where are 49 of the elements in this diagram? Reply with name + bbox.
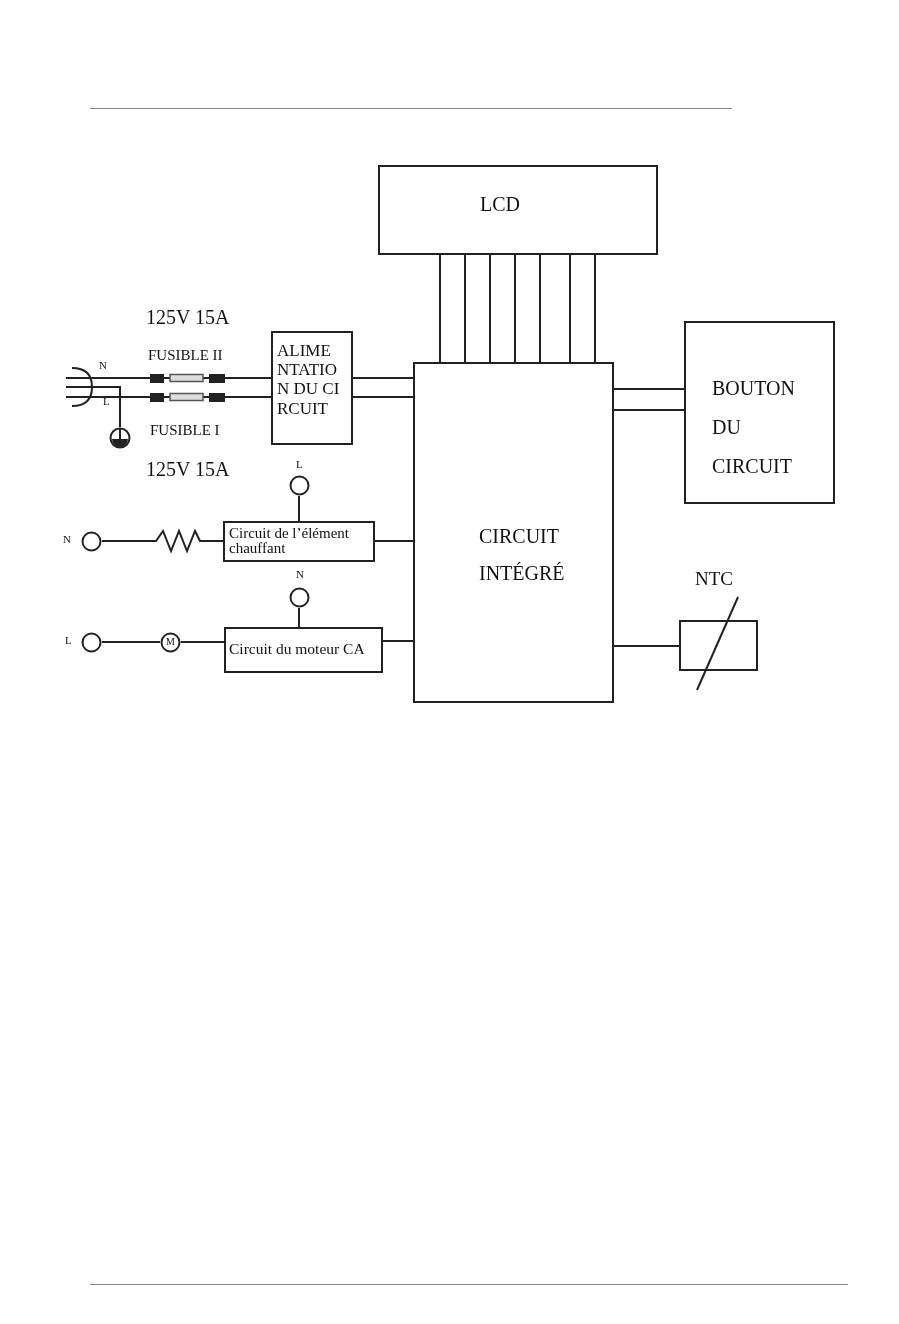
wire (224, 396, 272, 398)
pin-label: 125V 15A (146, 307, 230, 327)
motor-letter: M (166, 636, 175, 648)
button-circuit-box (684, 321, 835, 504)
ntc-label: NTC (695, 568, 733, 590)
pin-label: 125V 15A (146, 459, 230, 479)
pin-label: L (103, 396, 110, 407)
pin-label: N (99, 360, 107, 371)
pin-label: N (63, 534, 71, 545)
wire (352, 396, 414, 398)
wire (298, 607, 300, 628)
wire (374, 540, 414, 542)
lcd-box (378, 165, 658, 255)
wire (613, 645, 680, 647)
wire (594, 254, 596, 363)
wire (298, 495, 300, 522)
wire (224, 377, 272, 379)
box-label: Circuit du moteur CA (229, 640, 366, 658)
wire (95, 377, 151, 379)
box-label: LCD (480, 193, 520, 216)
wire (569, 254, 571, 363)
wire (180, 641, 225, 643)
box-label: BOUTON DU CIRCUIT (712, 376, 796, 479)
wire (205, 540, 224, 542)
box-label: ALIMENTATION DU CIRCUIT (277, 341, 341, 418)
wire (489, 254, 491, 363)
pin-label: L (65, 635, 72, 646)
wire (514, 254, 516, 363)
pin-label: L (296, 459, 303, 470)
wire (439, 254, 441, 363)
wire (464, 254, 466, 363)
wire (101, 641, 161, 643)
wire (352, 377, 414, 379)
wire (382, 640, 414, 642)
pin-label: N (296, 569, 304, 580)
pin-label: FUSIBLE I (150, 423, 220, 438)
integrated-circuit-box (413, 362, 614, 703)
box-label: Circuit de l’élément chauffant (229, 526, 350, 556)
pin-label: FUSIBLE II (148, 348, 223, 363)
wire (613, 409, 685, 411)
wire (95, 386, 121, 428)
heating-element-box (223, 521, 375, 562)
power-supply-box (271, 331, 353, 445)
wire (539, 254, 541, 363)
wire (95, 396, 151, 398)
box-label: CIRCUIT INTÉGRÉ (479, 524, 566, 586)
wire (613, 388, 685, 390)
motor-circuit-box (224, 627, 383, 673)
wire (101, 540, 151, 542)
